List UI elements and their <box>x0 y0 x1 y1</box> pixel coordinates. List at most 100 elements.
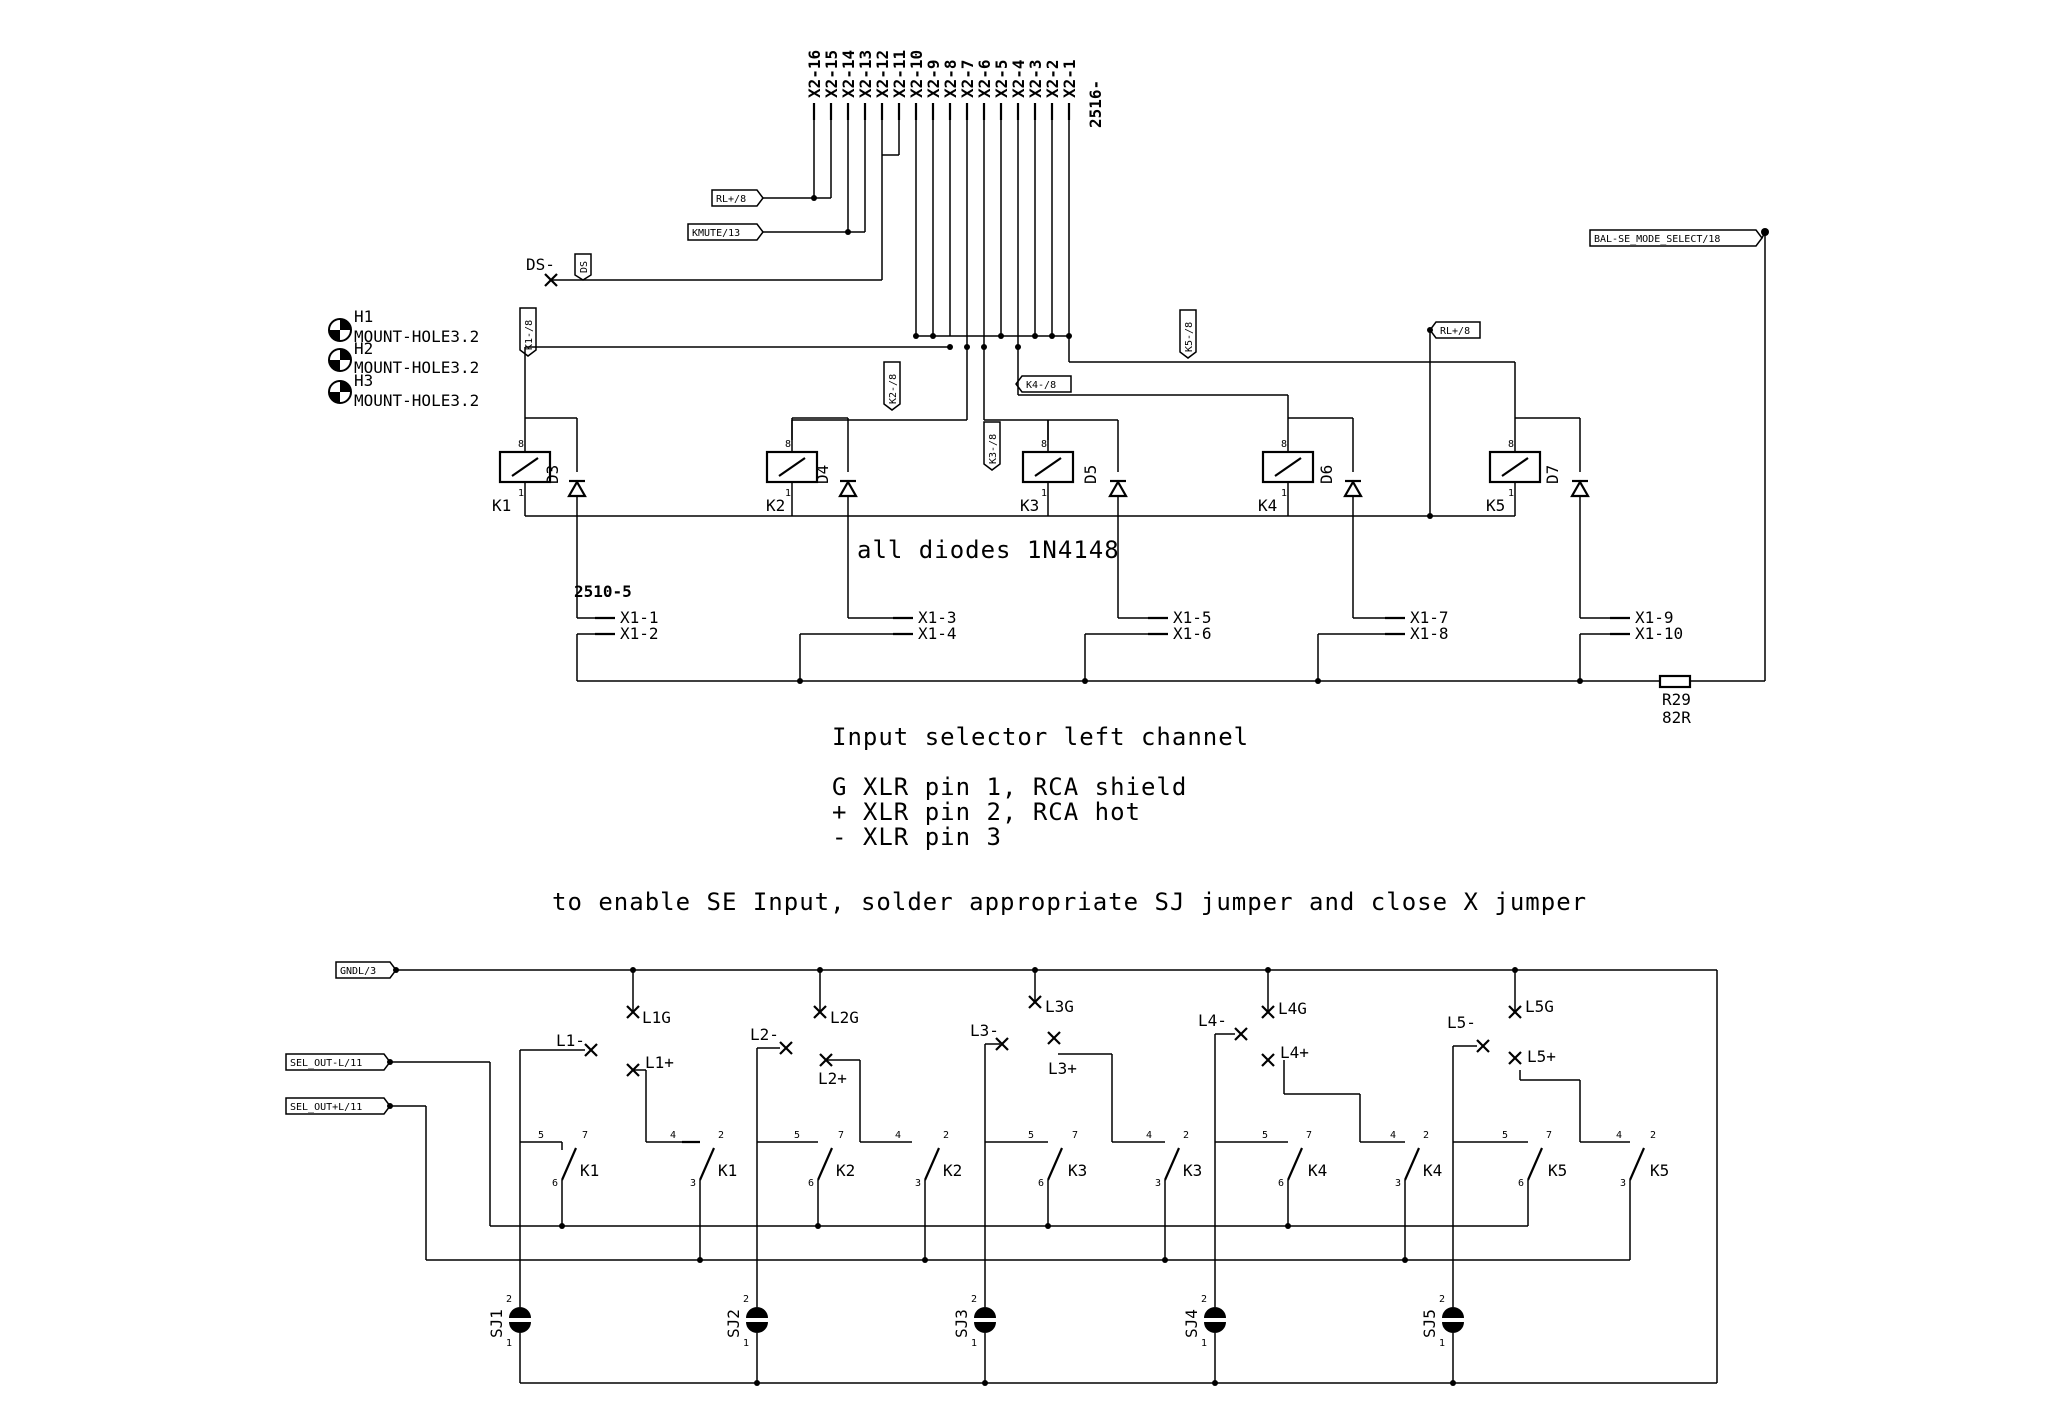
svg-text:6: 6 <box>1518 1178 1524 1189</box>
x1-pin-6: X1-6 <box>1173 624 1212 643</box>
solder-jumper-sj1: 2 1 SJ1 <box>487 1294 531 1349</box>
input-l4-plus: L4+ <box>1280 1043 1309 1062</box>
input-channel-3: 5 7 6 4 2 3 K3 K3 L3- L3G L3+ 2 1 SJ3 <box>952 967 1202 1386</box>
input-channel-5: 5 7 6 4 2 3 K5 K5 L5- L5G L5+ 2 1 SJ5 <box>1420 967 1669 1386</box>
flag-sel-out-plus: SEL_OUT+L/11 <box>290 1102 362 1113</box>
mount-holes: H1 MOUNT-HOLE3.2 H2 MOUNT-HOLE3.2 H3 MOU… <box>329 307 479 410</box>
svg-text:5: 5 <box>1502 1130 1508 1141</box>
diode-d5-label: D5 <box>1081 465 1100 484</box>
input-l1-g: L1G <box>642 1008 671 1027</box>
input-l2-g: L2G <box>830 1008 859 1027</box>
relay-k4: 8 1 K4 D6 <box>1258 412 1361 618</box>
svg-text:1: 1 <box>518 488 524 499</box>
svg-text:2: 2 <box>971 1294 977 1305</box>
svg-text:1: 1 <box>785 488 791 499</box>
input-l1-minus: L1- <box>556 1031 585 1050</box>
input-channel-1: 5 7 6 4 2 3 K1 K1 L1- L1G L1+ 2 1 SJ1 <box>487 967 737 1383</box>
svg-text:5: 5 <box>1262 1130 1268 1141</box>
svg-text:SJ2: SJ2 <box>724 1309 743 1338</box>
flag-ds: DS <box>579 261 590 273</box>
flag-k2: K2-/8 <box>888 374 899 404</box>
svg-text:5: 5 <box>794 1130 800 1141</box>
svg-text:3: 3 <box>690 1178 696 1189</box>
input-l3-minus: L3- <box>970 1021 999 1040</box>
input-l5-minus: L5- <box>1447 1013 1476 1032</box>
switch-k4-b-label: K4 <box>1423 1161 1442 1180</box>
svg-text:1: 1 <box>743 1338 749 1349</box>
switch-k5-a-label: K5 <box>1548 1161 1567 1180</box>
relay-drive-nets <box>525 330 1515 516</box>
switch-k1-a-label: K1 <box>580 1161 599 1180</box>
diode-d7-label: D7 <box>1543 465 1562 484</box>
svg-text:1: 1 <box>971 1338 977 1349</box>
x2-pin-1: X2-1 <box>1060 59 1079 98</box>
note-jumper: to enable SE Input, solder appropriate S… <box>552 888 1587 916</box>
x1-pin-10: X1-10 <box>1635 624 1683 643</box>
note-title: Input selector left channel <box>832 723 1249 751</box>
svg-text:H2: H2 <box>354 339 373 358</box>
switch-k3-b-label: K3 <box>1183 1161 1202 1180</box>
solder-jumper-sj3: 2 1 SJ3 <box>952 1294 996 1349</box>
svg-text:SJ1: SJ1 <box>487 1309 506 1338</box>
x1-pin-2: X1-2 <box>620 624 659 643</box>
svg-text:SJ3: SJ3 <box>952 1309 971 1338</box>
svg-text:4: 4 <box>670 1130 676 1141</box>
switch-k2-a-label: K2 <box>836 1161 855 1180</box>
svg-text:8: 8 <box>1508 439 1514 450</box>
input-l4-g: L4G <box>1278 999 1307 1018</box>
svg-text:H1: H1 <box>354 307 373 326</box>
svg-text:MOUNT-HOLE3.2: MOUNT-HOLE3.2 <box>354 391 479 410</box>
switch-k4-a-label: K4 <box>1308 1161 1327 1180</box>
input-l4-minus: L4- <box>1198 1011 1227 1030</box>
flag-bal-se: BAL-SE_MODE_SELECT/18 <box>1594 234 1720 245</box>
svg-text:2: 2 <box>1423 1130 1429 1141</box>
svg-text:8: 8 <box>1281 439 1287 450</box>
ds-label: DS- <box>526 255 555 274</box>
x2-connector: X2-16 X2-15 X2-14 X2-13 X2-12 X2-11 X2-1… <box>805 50 1105 336</box>
relay-k3-label: K3 <box>1020 496 1039 515</box>
diode-note: all diodes 1N4148 <box>857 536 1120 564</box>
mount-hole-h1: H1 MOUNT-HOLE3.2 <box>329 307 479 346</box>
flag-sel-out-minus: SEL_OUT-L/11 <box>290 1058 362 1069</box>
flag-k1: K1-/8 <box>524 320 535 350</box>
input-l5-plus: L5+ <box>1527 1047 1556 1066</box>
svg-text:1: 1 <box>1041 488 1047 499</box>
x2-net-flags: RL+/8 KMUTE/13 DS DS- <box>526 190 882 286</box>
x1-pin-8: X1-8 <box>1410 624 1449 643</box>
svg-text:8: 8 <box>1041 439 1047 450</box>
svg-text:7: 7 <box>838 1130 844 1141</box>
relay-k1: 8 1 K1 D3 <box>492 418 585 516</box>
svg-text:4: 4 <box>1616 1130 1622 1141</box>
svg-text:2: 2 <box>1183 1130 1189 1141</box>
notes: Input selector left channel G XLR pin 1,… <box>552 723 1587 916</box>
svg-text:4: 4 <box>895 1130 901 1141</box>
x1-pin-4: X1-4 <box>918 624 957 643</box>
solder-jumper-sj5: 2 1 SJ5 <box>1420 1294 1464 1349</box>
svg-text:7: 7 <box>582 1130 588 1141</box>
svg-text:6: 6 <box>1038 1178 1044 1189</box>
flag-gndl: GNDL/3 <box>340 966 376 977</box>
svg-text:2: 2 <box>943 1130 949 1141</box>
flag-k5: K5-/8 <box>1184 322 1195 352</box>
relay-k1-label: K1 <box>492 496 511 515</box>
input-l2-minus: L2- <box>750 1025 779 1044</box>
svg-text:3: 3 <box>1155 1178 1161 1189</box>
svg-text:5: 5 <box>1028 1130 1034 1141</box>
relay-k2: 8 1 K2 D4 <box>766 418 856 618</box>
svg-text:2: 2 <box>1439 1294 1445 1305</box>
svg-text:SJ5: SJ5 <box>1420 1309 1439 1338</box>
input-channel-2: 5 7 6 4 2 3 K2 K2 L2- L2G L2+ 2 1 SJ2 <box>724 967 962 1386</box>
svg-text:2: 2 <box>1650 1130 1656 1141</box>
svg-text:7: 7 <box>1072 1130 1078 1141</box>
svg-text:8: 8 <box>518 439 524 450</box>
flag-k3: K3-/8 <box>988 434 999 464</box>
switch-k3-a-label: K3 <box>1068 1161 1087 1180</box>
input-l5-g: L5G <box>1525 997 1554 1016</box>
diode-d4-label: D4 <box>813 465 832 484</box>
note-line3: - XLR pin 3 <box>832 823 1002 851</box>
svg-text:SJ4: SJ4 <box>1182 1309 1201 1338</box>
svg-text:1: 1 <box>1281 488 1287 499</box>
x1-part-label: 2510-5 <box>574 582 632 601</box>
note-line2: + XLR pin 2, RCA hot <box>832 798 1141 826</box>
